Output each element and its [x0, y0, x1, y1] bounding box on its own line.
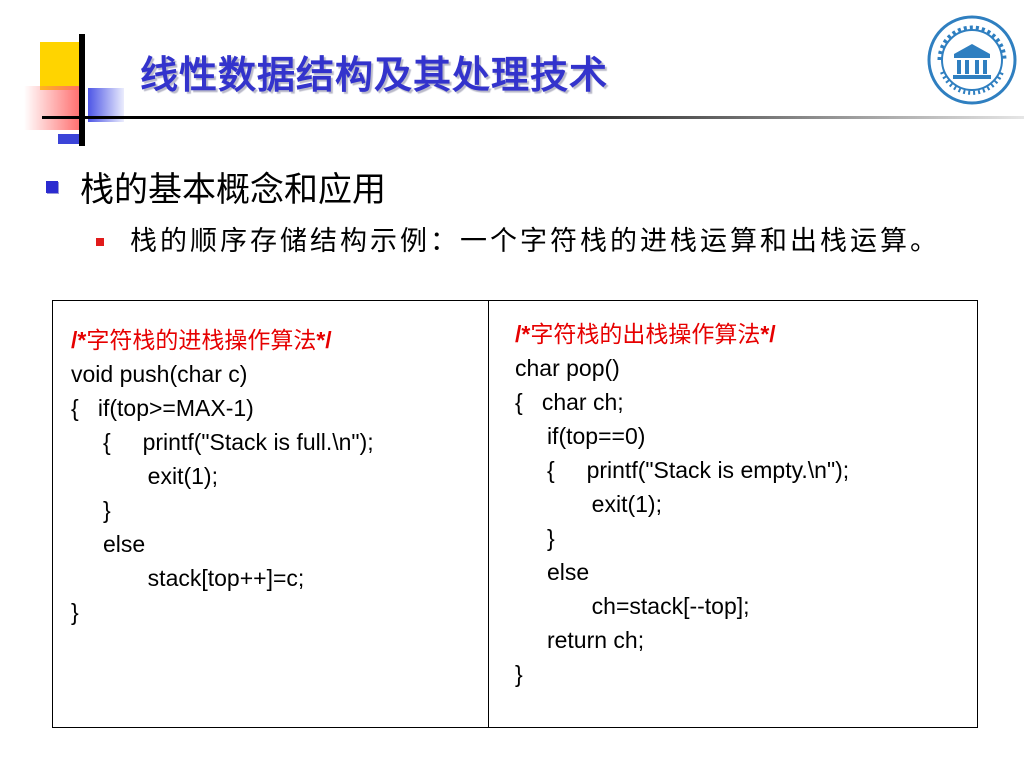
slide-title: 线性数据结构及其处理技术: [140, 53, 609, 97]
code-line: }: [515, 661, 523, 687]
code-line: }: [71, 497, 111, 523]
code-line: }: [71, 599, 79, 625]
title-underline: [42, 116, 1024, 119]
code-line: if(top==0): [515, 423, 646, 449]
code-line: exit(1);: [71, 463, 218, 489]
code-line: { if(top>=MAX-1): [71, 395, 254, 421]
decor-blue-bar: [58, 134, 82, 144]
square-bullet-icon: [46, 180, 58, 193]
code-line: else: [515, 559, 590, 585]
code-line: void push(char c): [71, 361, 248, 387]
decor-vertical-line: [79, 34, 85, 146]
bullet-level1-text: 栈的基本概念和应用: [80, 170, 386, 210]
bullet-level1: 栈的基本概念和应用: [46, 162, 386, 211]
decor-red-block: [24, 86, 82, 130]
push-code-column: /*字符栈的进栈操作算法*/ void push(char c) { if(to…: [53, 301, 489, 727]
code-line: { char ch;: [515, 389, 624, 415]
push-code-comment: /*字符栈的进栈操作算法*/: [71, 327, 332, 353]
bullet-level2: 栈的顺序存储结构示例：一个字符栈的进栈运算和出栈运算。: [96, 222, 996, 262]
code-line: }: [515, 525, 555, 551]
code-line: exit(1);: [515, 491, 662, 517]
code-line: ch=stack[--top];: [515, 593, 750, 619]
pop-code-column: /*字符栈的出栈操作算法*/ char pop() { char ch; if(…: [489, 301, 977, 727]
decor-yellow-block: [40, 42, 82, 90]
small-square-bullet-icon: [96, 238, 104, 246]
code-line: return ch;: [515, 627, 645, 653]
code-line: { printf("Stack is full.\n");: [71, 429, 374, 455]
code-table: /*字符栈的进栈操作算法*/ void push(char c) { if(to…: [52, 300, 978, 728]
code-line: else: [71, 531, 146, 557]
code-line: { printf("Stack is empty.\n");: [515, 457, 850, 483]
university-seal-icon: [926, 14, 1018, 106]
code-line: char pop(): [515, 355, 620, 381]
bullet-level2-text: 栈的顺序存储结构示例：一个字符栈的进栈运算和出栈运算。: [130, 226, 940, 257]
code-line: stack[top++]=c;: [71, 565, 305, 591]
pop-code-comment: /*字符栈的出栈操作算法*/: [515, 321, 776, 347]
